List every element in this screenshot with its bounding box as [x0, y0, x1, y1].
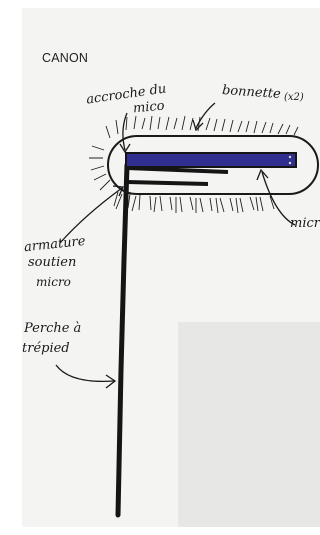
- label-perche-line1: Perche à: [24, 322, 81, 335]
- diagram-title: CANON: [42, 51, 88, 65]
- microphone-body: [126, 153, 296, 167]
- label-accroche-line2: mico: [132, 100, 165, 116]
- label-bonnette-qty: (x2): [284, 93, 304, 103]
- label-armature-line2: soutien: [28, 256, 76, 269]
- mount-bar-bottom: [127, 182, 208, 184]
- label-perche-line2: trépied: [22, 342, 70, 355]
- paper-edge-bottom: [0, 527, 320, 535]
- label-micro: micro: [290, 217, 320, 230]
- label-armature-line3: micro: [36, 276, 71, 288]
- microphone-grille-dot: [289, 162, 291, 164]
- microphone-grille-dot: [289, 156, 291, 158]
- label-bonnette: bonnette: [222, 84, 281, 101]
- paper-shadow: [178, 322, 320, 535]
